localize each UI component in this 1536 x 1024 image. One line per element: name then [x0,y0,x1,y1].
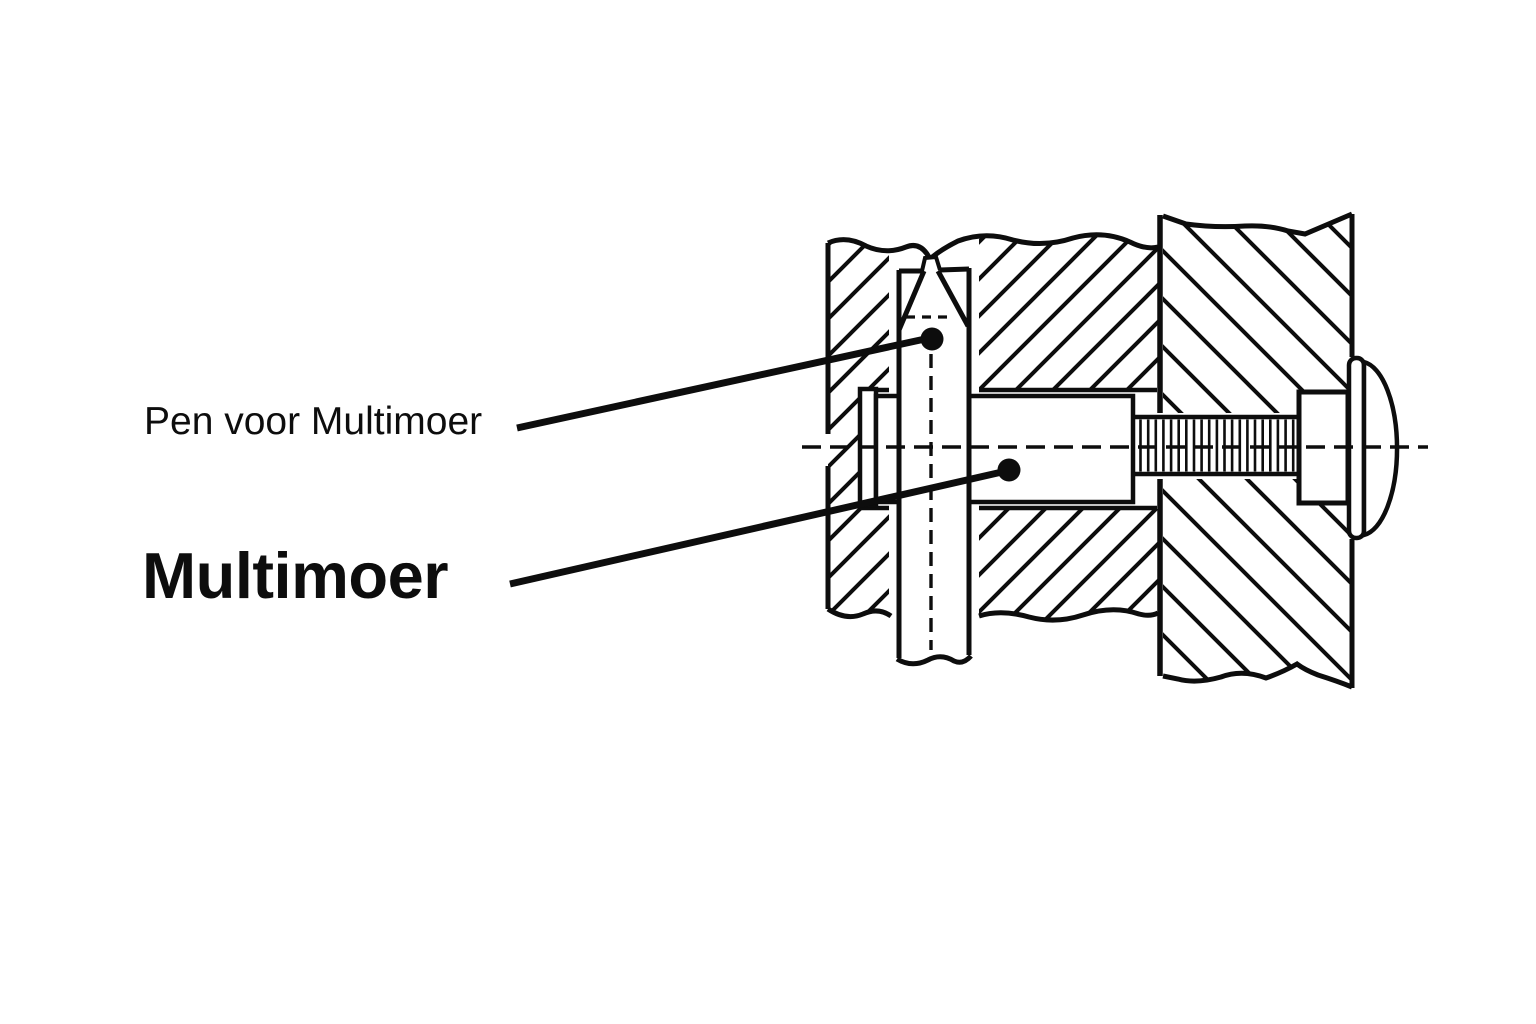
nut-leader-dot [997,458,1021,482]
pin [895,254,973,667]
right-block-top-edge [1162,211,1353,237]
right-wood-block [1157,211,1355,690]
annotations [509,327,1021,588]
thread-crests [1139,419,1295,472]
pin-leader-line [516,335,926,432]
pin-label: Pen voor Multimoer [144,400,483,443]
nut-label: Multimoer [142,539,449,612]
pin-body-fill [897,268,971,664]
nut-leader-line [509,468,1003,588]
pin-chamfer-right [935,269,971,328]
pin-top-edge [899,266,970,274]
right-block-bottom-edge [1162,661,1353,690]
pin-chamfer-left [896,270,927,331]
left-block-bottom-edge [826,606,1160,623]
left-block-top-edge [826,232,1159,264]
pin-cone-tip [920,254,942,272]
pin-break-line [895,654,973,667]
pin-leader-dot [920,327,944,351]
